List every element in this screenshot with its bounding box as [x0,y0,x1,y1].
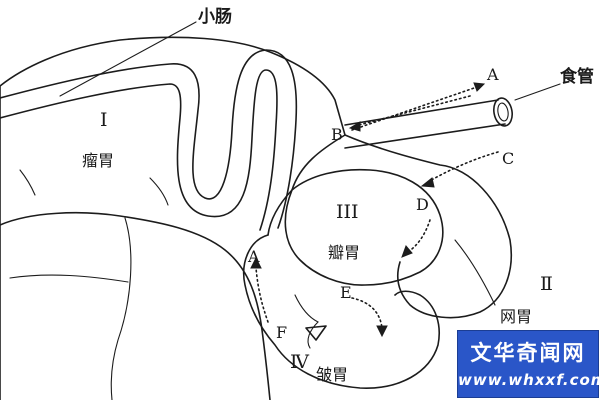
flow-arrow-omasum [401,245,413,258]
watermark-logo: 文华奇闻网 www.whxxf.com [457,330,600,398]
flow-path-d-to-omasum [407,219,431,253]
esophagus-label: 食管 [560,66,594,87]
flow-path-b-to-a [351,85,481,131]
omasum-label: 瓣胃 [328,243,360,262]
esophagus-tube-upper [344,99,499,126]
point-f: F [276,323,287,342]
reticulum-label: 网胃 [500,307,532,326]
flow-path-a-to-b [354,95,471,127]
rumen-outline [0,36,346,400]
abomasum-fold [294,294,319,349]
flow-path-f-to-a [255,267,269,323]
point-b: B [331,125,343,144]
rumen-lower-lobes [0,211,271,400]
flow-path-c-to-d [427,151,499,183]
reticulum-outline [344,134,512,319]
flow-path-e-to-abomasum [351,297,383,329]
point-a-right: A [486,65,499,84]
esophagus-opening-inner [497,102,509,122]
small-intestine-loop-inner [0,69,278,231]
flow-arrow-d [420,177,435,188]
small-intestine-loop-outer [0,49,298,229]
point-d: D [416,195,429,214]
omasal-orifice-marker [305,325,327,341]
watermark-title: 文华奇闻网 [470,341,586,365]
abomasum-label: 皱胃 [316,365,348,384]
flow-arrow-b [348,121,361,132]
rumen-label: 瘤胃 [82,151,114,170]
esophagus-tube-lower [344,123,506,149]
rumen-lobe-seam [110,217,132,400]
flow-arrow-a [473,82,486,92]
small-intestine-label: 小肠 [198,7,232,27]
reticulum-fold [454,239,496,306]
abomasum-outline [243,234,440,389]
esophagus-opening [493,97,513,127]
point-e: E [340,283,352,302]
rumen-fold [19,169,169,206]
abomasum-numeral: Ⅳ [290,351,310,373]
omasum-outline [284,168,444,286]
esophagus-pointer [514,83,561,101]
reticulum-numeral: Ⅱ [540,273,553,295]
flow-arrow-abomasum [376,325,388,338]
watermark-url: www.whxxf.com [458,371,600,389]
point-a-left: A [247,247,260,266]
point-c: C [502,149,514,168]
omasum-numeral: III [336,201,359,223]
flow-arrow-a-left [250,256,262,269]
small-intestine-pointer [59,21,197,97]
rumen-lobe-seam-2 [9,274,129,283]
rumen-numeral: I [100,109,108,131]
